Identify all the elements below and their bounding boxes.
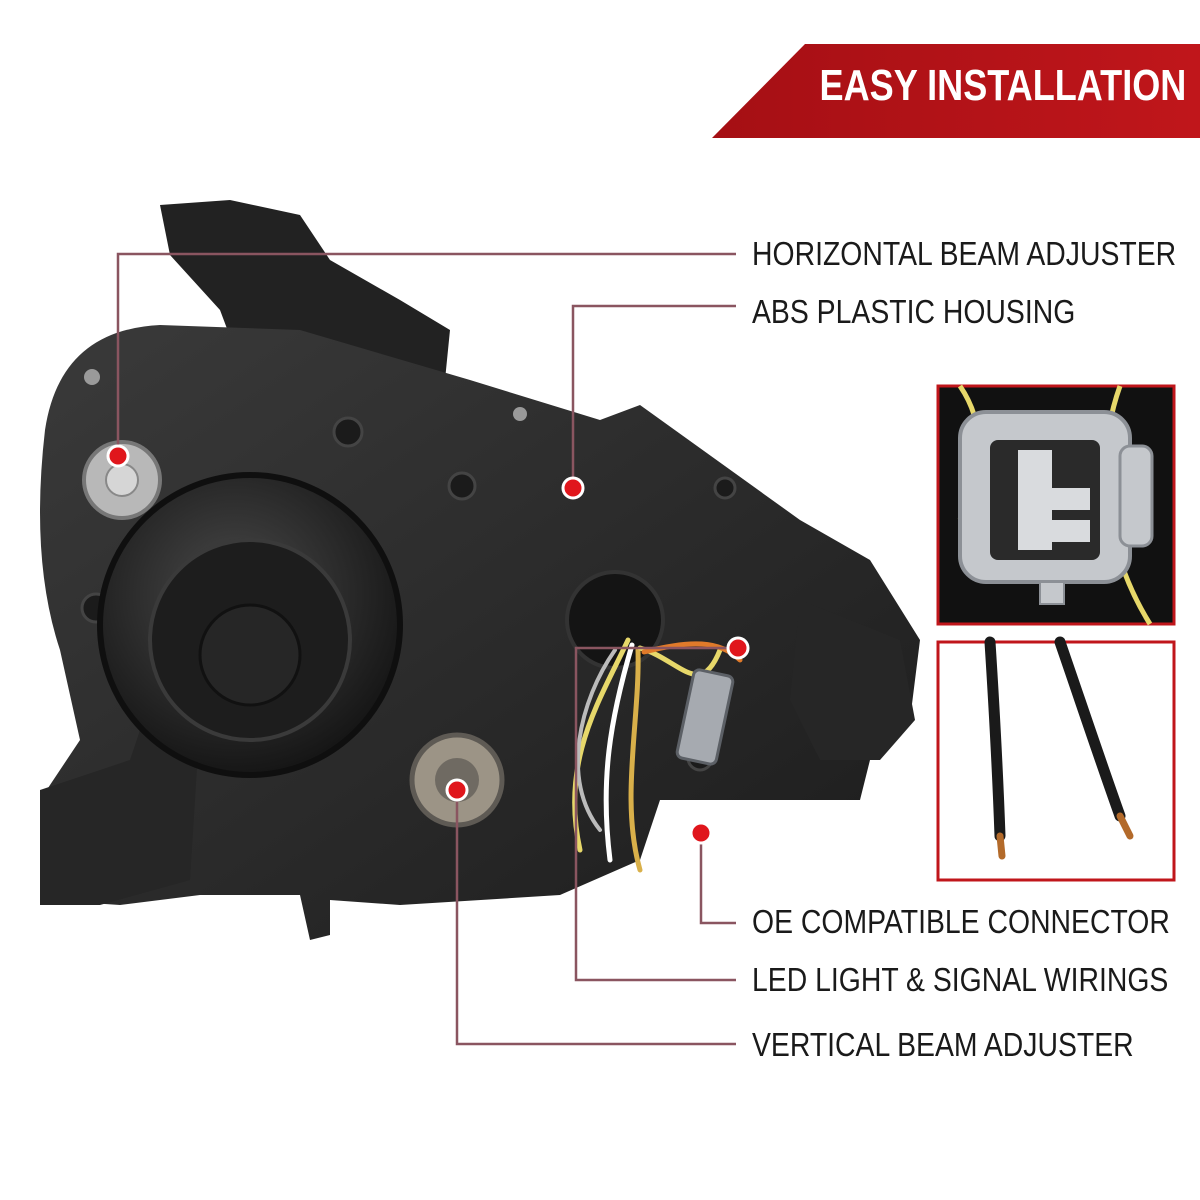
wire-pair-icon <box>984 636 1134 860</box>
connector-icon <box>958 410 1154 605</box>
callout-label-vertical-beam-adjuster: VERTICAL BEAM ADJUSTER <box>752 1026 1134 1063</box>
callout-label-oe-compatible-connector: OE COMPATIBLE CONNECTOR <box>752 903 1170 940</box>
callout-label-horizontal-beam-adjuster: HORIZONTAL BEAM ADJUSTER <box>752 235 1177 272</box>
leader-lines <box>116 252 738 1046</box>
connector-inset <box>936 384 1176 626</box>
callout-label-abs-plastic-housing: ABS PLASTIC HOUSING <box>752 293 1076 330</box>
wires-inset <box>936 636 1176 882</box>
red-dot-marker <box>106 444 750 845</box>
banner-shape <box>712 44 1200 138</box>
callout-label-led-light-signal-wirings: LED LIGHT & SIGNAL WIRINGS <box>752 961 1169 998</box>
harness-connector-shape <box>675 668 735 766</box>
banner-title: EASY INSTALLATION <box>819 61 1186 110</box>
